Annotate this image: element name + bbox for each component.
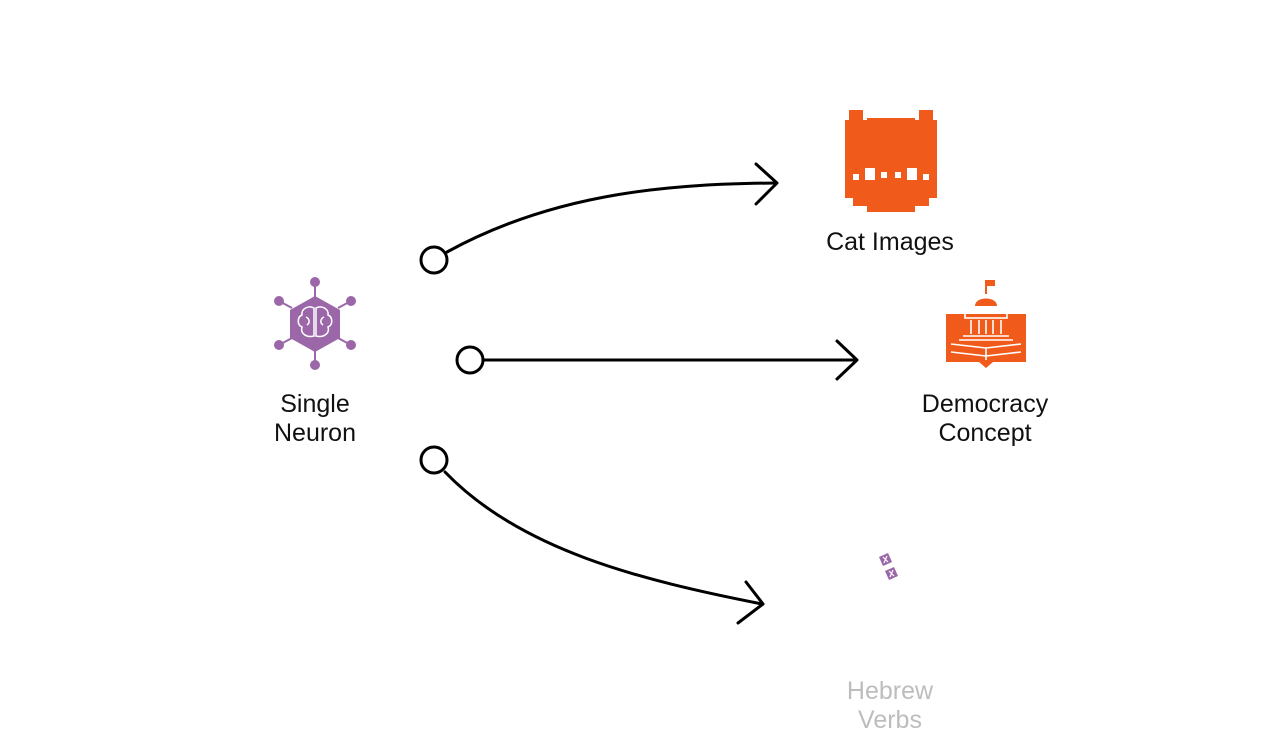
hebrew-verbs-label-line2: Verbs	[858, 706, 922, 734]
democracy-concept-label: Democracy Concept	[895, 390, 1075, 448]
single-neuron-label-line2: Neuron	[274, 419, 356, 447]
pixel-cat-icon	[845, 110, 937, 212]
hebrew-verbs-label-line1: Hebrew	[846, 677, 934, 705]
democracy-concept-label-line2: Concept	[938, 419, 1032, 447]
arrow-to-cat-images	[445, 181, 778, 254]
cat-images-label-line1: Cat Images	[826, 228, 954, 256]
arrow-to-hebrew-verbs	[443, 470, 764, 606]
brain-network-icon	[274, 277, 356, 370]
arrow-head-hebrew-verbs	[736, 580, 765, 625]
hebrew-letters-icon	[879, 553, 898, 580]
cat-images-label: Cat Images	[800, 228, 980, 257]
single-neuron-label-line1: Single	[280, 390, 350, 418]
connector-layer	[419, 162, 859, 625]
origin-node-middle	[455, 345, 485, 375]
single-neuron-label: Single Neuron	[255, 390, 375, 448]
democracy-concept-label-line1: Democracy	[921, 390, 1049, 418]
origin-node-bottom	[419, 445, 449, 475]
arrow-head-democracy	[835, 339, 859, 381]
arrow-head-cat-images	[754, 162, 779, 206]
capitol-book-icon	[946, 280, 1026, 368]
origin-node-top	[419, 245, 449, 275]
diagram-canvas: Single Neuron Cat Images	[255, 110, 1075, 734]
hebrew-verbs-label: Hebrew Verbs	[800, 677, 980, 735]
